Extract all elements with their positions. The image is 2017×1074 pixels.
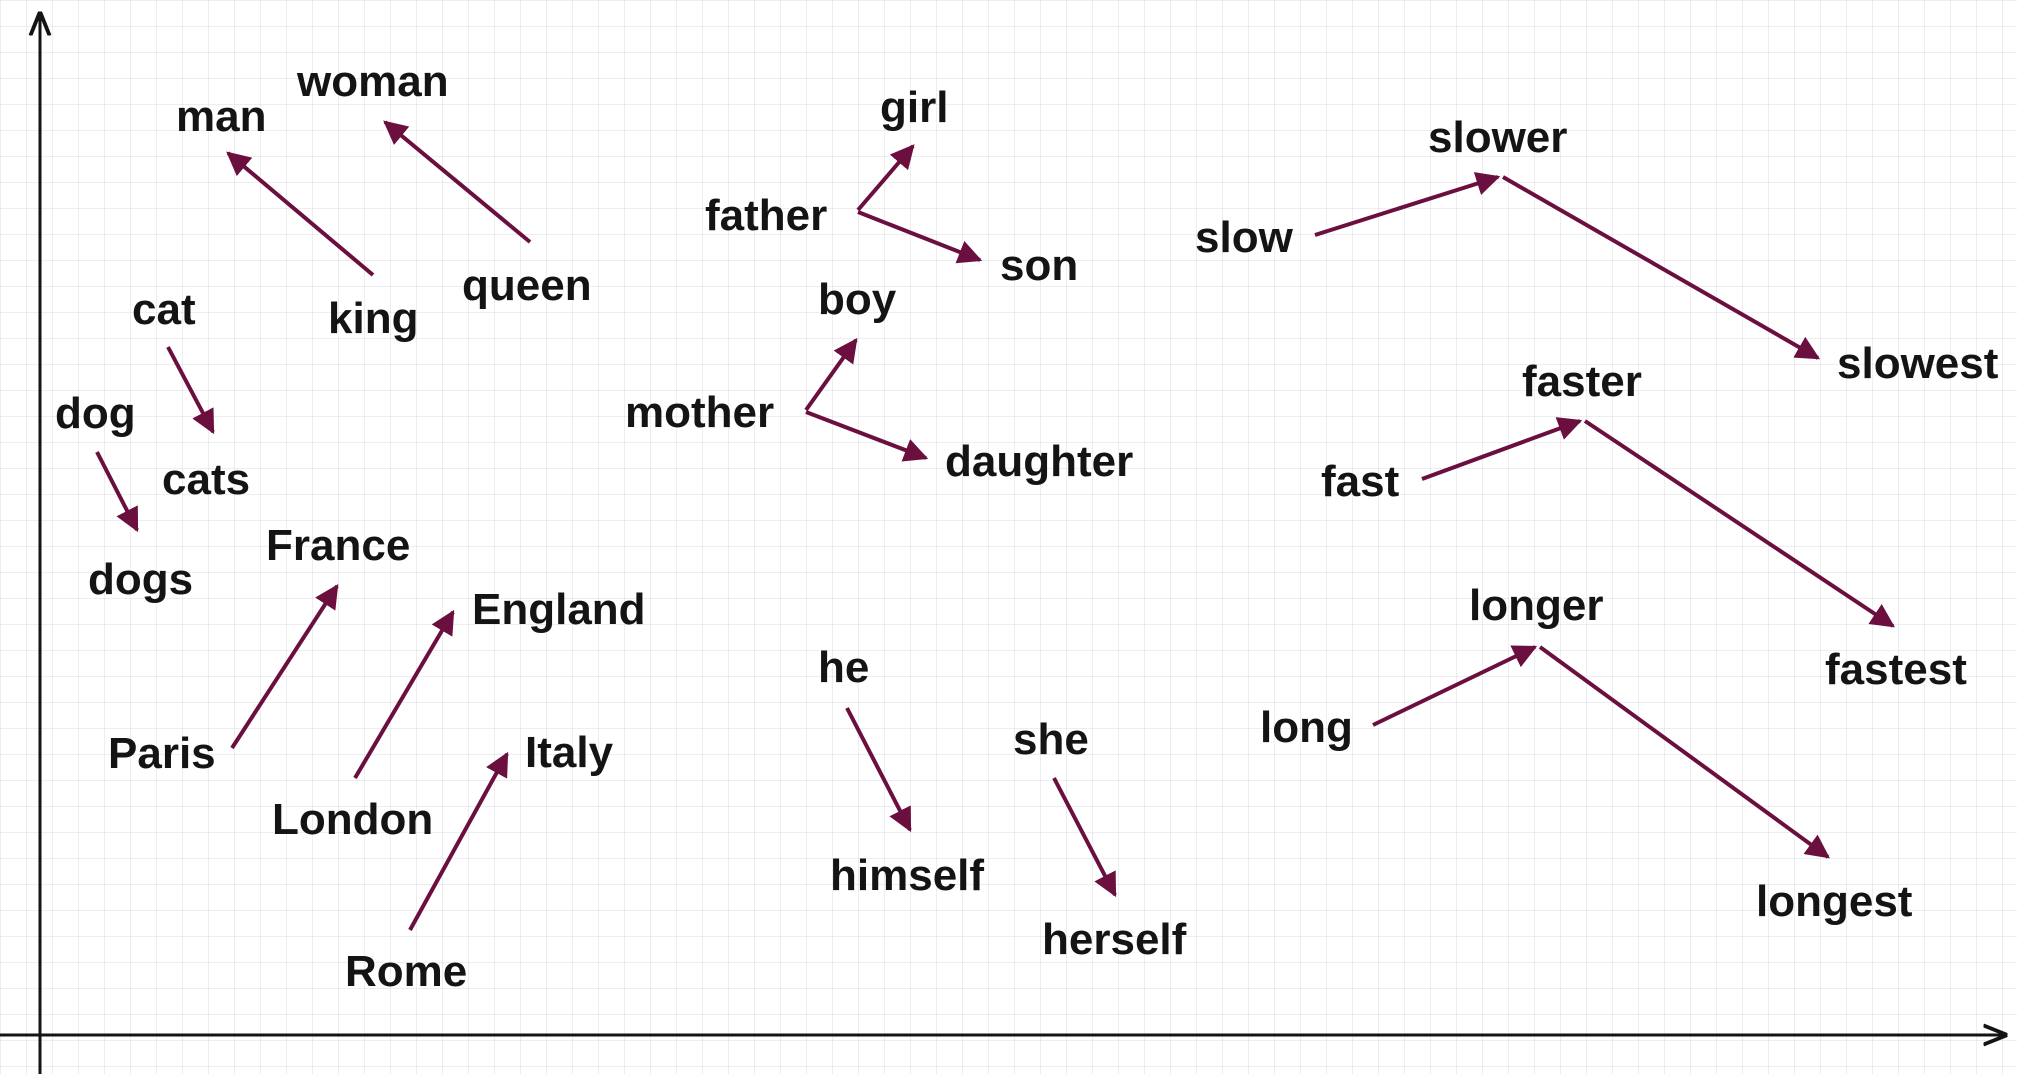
word-england: England — [472, 585, 646, 634]
word-herself: herself — [1042, 915, 1187, 964]
relation-arrows — [95, 120, 1895, 931]
word-woman: woman — [296, 57, 449, 106]
word-man: man — [176, 92, 266, 141]
word-cats: cats — [162, 455, 250, 504]
word-longer: longer — [1469, 581, 1603, 630]
arrow-cat-to-cats — [166, 346, 215, 435]
word-faster: faster — [1522, 357, 1642, 406]
arrow-london-to-england — [353, 609, 455, 780]
word-long: long — [1260, 703, 1353, 752]
arrow-father-to-son — [857, 210, 983, 264]
arrow-long-to-longer — [1372, 645, 1538, 727]
arrow-king-to-man — [226, 151, 375, 277]
word-girl: girl — [880, 83, 948, 132]
arrow-slower-to-slowest — [1502, 175, 1821, 360]
word-london: London — [272, 795, 433, 844]
word-slow: slow — [1195, 213, 1294, 262]
arrow-fast-to-faster — [1421, 417, 1583, 481]
word-labels: man woman king queen cat dog cats dogs F… — [55, 57, 1999, 996]
word-slowest: slowest — [1837, 339, 1999, 388]
arrow-rome-to-italy — [408, 751, 509, 931]
arrow-he-to-himself — [845, 707, 912, 833]
arrow-queen-to-woman — [383, 120, 532, 244]
word-son: son — [1000, 241, 1078, 290]
arrow-mother-to-boy — [804, 338, 858, 412]
word-father: father — [705, 191, 827, 240]
arrow-mother-to-daughter — [805, 410, 929, 462]
word-fastest: fastest — [1825, 645, 1967, 694]
word-boy: boy — [818, 275, 897, 324]
arrow-dog-to-dogs — [95, 451, 139, 533]
word-he: he — [818, 643, 869, 692]
arrow-father-to-girl — [856, 144, 915, 212]
word-daughter: daughter — [945, 437, 1133, 486]
word-france: France — [266, 521, 410, 570]
word-rome: Rome — [345, 947, 467, 996]
arrow-paris-to-france — [230, 583, 339, 750]
arrow-she-to-herself — [1052, 777, 1117, 898]
word-fast: fast — [1321, 457, 1400, 506]
word-dog: dog — [55, 389, 136, 438]
word-cat: cat — [132, 285, 196, 334]
word-she: she — [1013, 715, 1089, 764]
word-paris: Paris — [108, 729, 216, 778]
arrow-faster-to-fastest — [1583, 419, 1895, 628]
word-longest: longest — [1756, 877, 1913, 926]
word-mother: mother — [625, 388, 774, 437]
arrow-longer-to-longest — [1538, 645, 1830, 859]
word-himself: himself — [830, 851, 984, 900]
word-slower: slower — [1428, 113, 1567, 162]
arrow-slow-to-slower — [1314, 172, 1501, 237]
word-queen: queen — [462, 261, 592, 310]
word-king: king — [328, 294, 418, 343]
word-italy: Italy — [525, 728, 614, 777]
word-dogs: dogs — [88, 555, 193, 604]
